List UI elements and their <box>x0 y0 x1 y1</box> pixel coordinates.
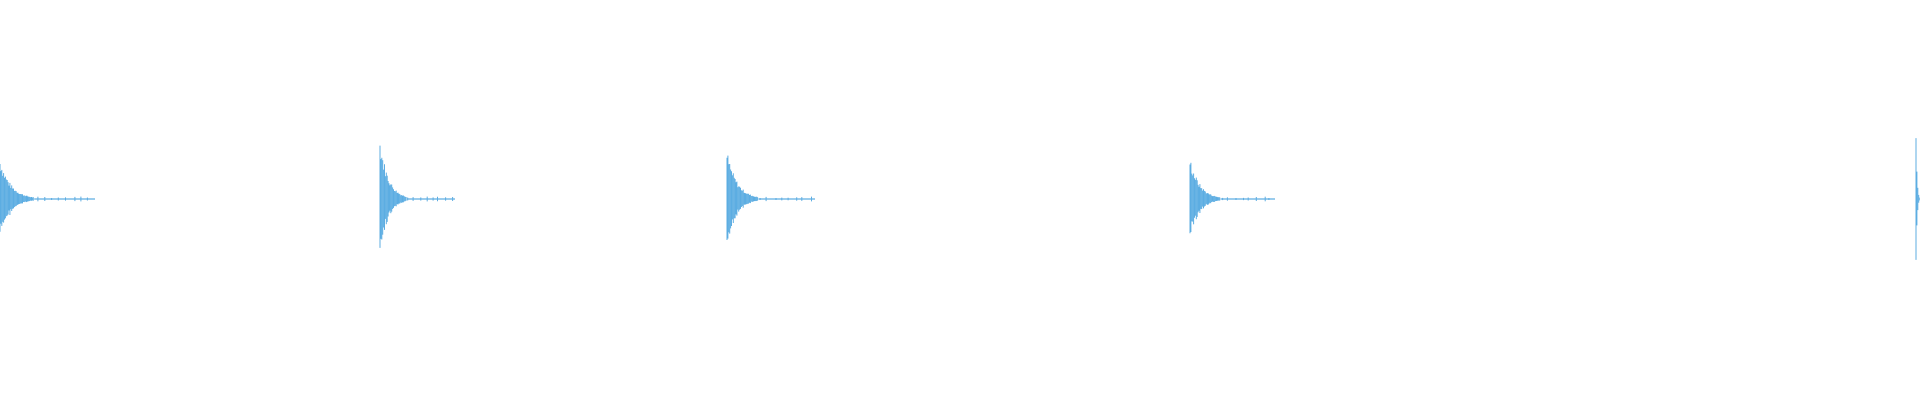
waveform-hit-3 <box>726 155 815 240</box>
waveform-hit-4 <box>1189 162 1275 234</box>
waveform-hit-2 <box>379 145 455 248</box>
waveform-hit-1 <box>0 164 95 232</box>
waveform-hit-5 <box>1915 138 1920 260</box>
waveform-group <box>0 138 1920 260</box>
